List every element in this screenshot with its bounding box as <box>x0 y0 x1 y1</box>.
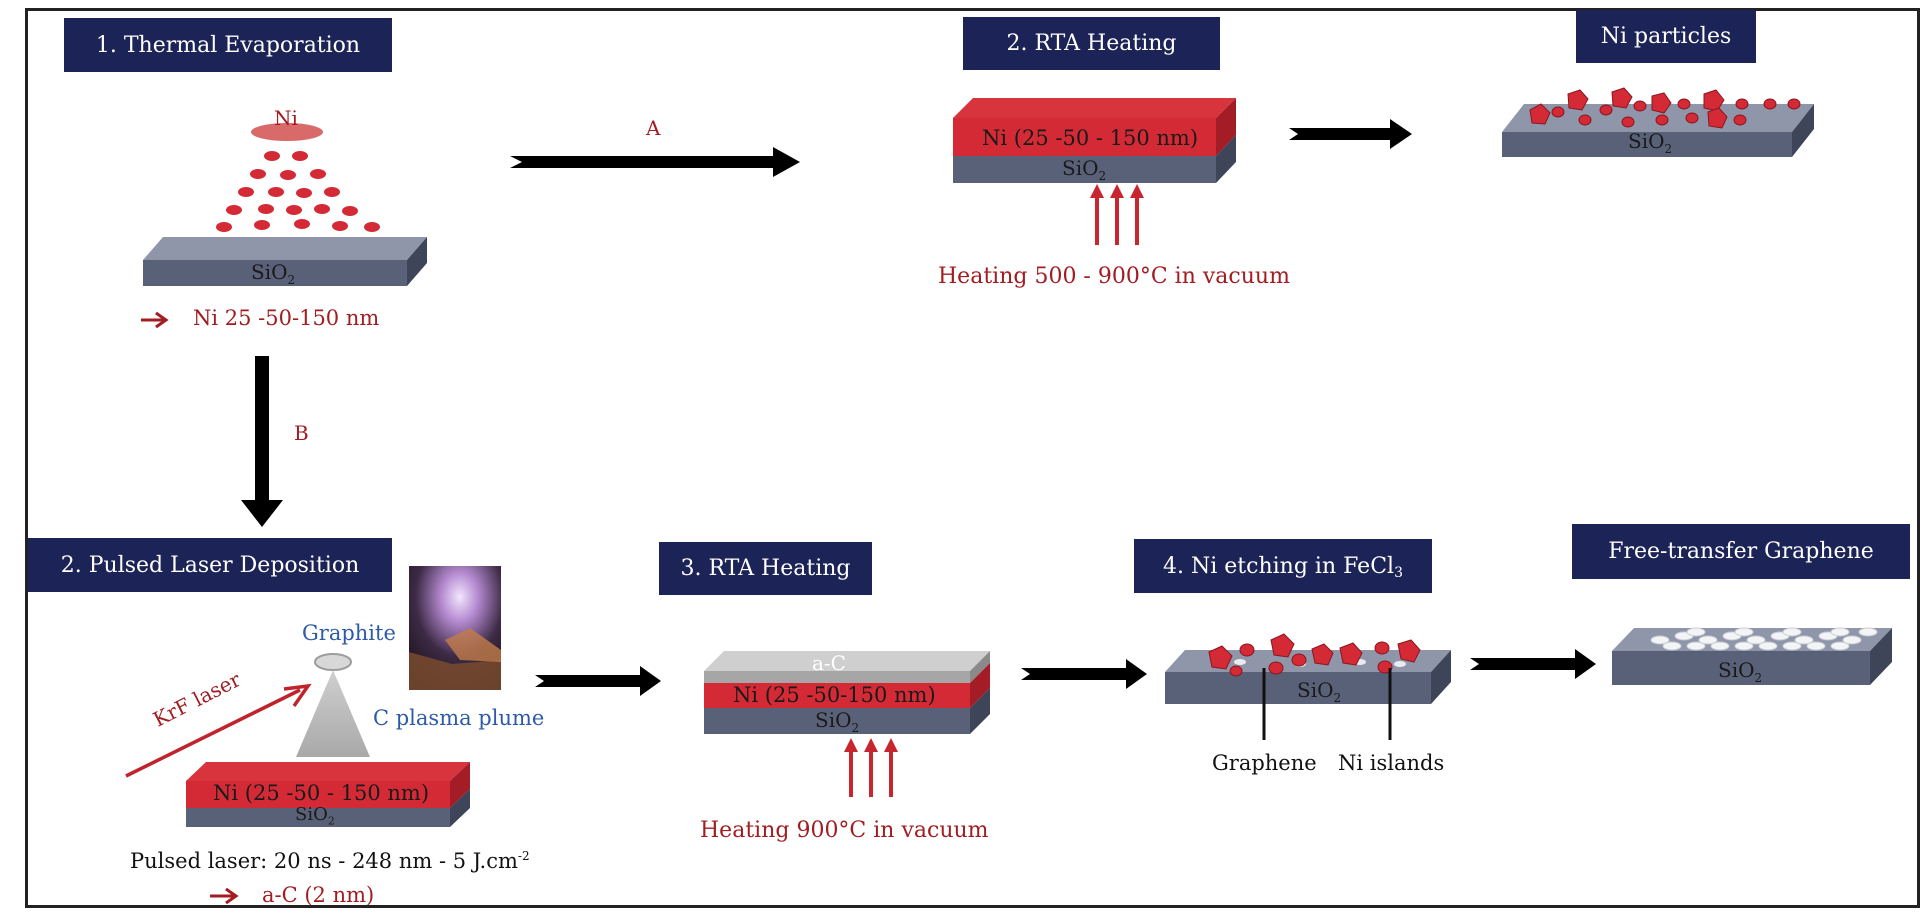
evaporation-setup <box>141 123 427 329</box>
header-ni-etching-subscript: 3 <box>1394 565 1403 581</box>
rta-top-ni-layer-label: Ni (25 -50 - 150 nm) <box>982 126 1199 150</box>
ni-thickness-label: Ni 25 -50-150 nm <box>193 306 380 330</box>
arrow-b <box>241 356 283 527</box>
header-rta-heating-bottom: 3. RTA Heating <box>659 542 872 595</box>
path-label-b: B <box>294 421 309 445</box>
ni-particle-shapes <box>1529 87 1801 129</box>
path-label-a: A <box>646 116 661 140</box>
pulse-parameters-label: Pulsed laser: 20 ns - 248 nm - 5 J.cm-2 <box>130 849 530 873</box>
header-free-transfer-text: Free-transfer Graphene <box>1608 539 1874 564</box>
arrow-to-particles <box>1289 119 1412 149</box>
header-rta-heating-bottom-text: 3. RTA Heating <box>680 556 851 581</box>
heat-arrows-bottom <box>844 738 898 797</box>
plasma-photo <box>409 566 501 690</box>
etching-sio2-label: SiO2 <box>1297 678 1342 705</box>
free-graphene-sample <box>1612 627 1892 685</box>
header-thermal-evaporation: 1. Thermal Evaporation <box>64 18 392 72</box>
header-free-transfer-graphene: Free-transfer Graphene <box>1572 524 1910 579</box>
graphene-label: Graphene <box>1212 751 1317 775</box>
graphene-film <box>1650 627 1878 651</box>
pld-setup <box>125 566 501 905</box>
graphite-label: Graphite <box>302 621 396 645</box>
header-pulsed-laser-deposition: 2. Pulsed Laser Deposition <box>28 538 392 592</box>
header-ni-particles: Ni particles <box>1576 10 1756 63</box>
header-ni-particles-text: Ni particles <box>1600 24 1732 49</box>
rta-bottom-sio2-label: SiO2 <box>815 708 860 735</box>
ni-vapor-droplets <box>216 151 380 232</box>
header-thermal-evaporation-text: 1. Thermal Evaporation <box>95 32 361 58</box>
etching-sample <box>1165 633 1451 740</box>
ni-source-label: Ni <box>274 106 298 130</box>
sio2-label-step1: SiO2 <box>251 260 296 287</box>
arrow-to-etching <box>1021 659 1147 689</box>
rta-bottom-heating-label: Heating 900°C in vacuum <box>700 818 989 843</box>
c-plasma-plume-label: C plasma plume <box>373 706 545 730</box>
figure-frame <box>25 8 1920 908</box>
rta-bottom-stack <box>704 651 990 797</box>
sio2-substrate-step1 <box>143 237 427 286</box>
pld-sample-stack <box>186 762 470 827</box>
arrow-to-free-graphene <box>1470 649 1596 679</box>
ni-islands-label: Ni islands <box>1338 751 1445 775</box>
graphite-target <box>314 653 352 671</box>
rta-top-heating-label: Heating 500 - 900°C in vacuum <box>938 264 1290 289</box>
header-pld-text: 2. Pulsed Laser Deposition <box>60 552 360 578</box>
laser-beam <box>125 683 312 778</box>
thickness-arrow-icon <box>141 311 169 329</box>
ni-source-disk <box>251 123 323 141</box>
arrow-to-rta-bottom <box>535 666 661 696</box>
free-graphene-sio2-label: SiO2 <box>1718 658 1763 685</box>
header-ni-etching-text: 4. Ni etching in FeCl <box>1163 553 1395 579</box>
header-rta-heating-top: 2. RTA Heating <box>963 17 1220 70</box>
heat-arrows-top <box>1090 184 1144 245</box>
rta-top-stack <box>953 98 1236 245</box>
arrow-a <box>510 147 800 177</box>
c-plasma-plume <box>296 670 370 757</box>
ni-islands-shapes <box>1208 633 1421 677</box>
header-rta-heating-top-text: 2. RTA Heating <box>1006 31 1177 56</box>
pld-sio2-label: SiO2 <box>295 804 335 828</box>
ni-particles-sio2-label: SiO2 <box>1628 129 1673 156</box>
ni-particles-sample <box>1502 87 1814 157</box>
result-arrow-icon <box>210 887 239 905</box>
rta-bottom-ac-layer-label: a-C <box>812 651 846 675</box>
ac-thickness-label: a-C (2 nm) <box>262 883 375 907</box>
rta-bottom-ni-layer-label: Ni (25 -50-150 nm) <box>733 683 936 707</box>
pld-ni-layer-label: Ni (25 -50 - 150 nm) <box>213 781 430 805</box>
rta-top-sio2-label: SiO2 <box>1062 156 1107 183</box>
